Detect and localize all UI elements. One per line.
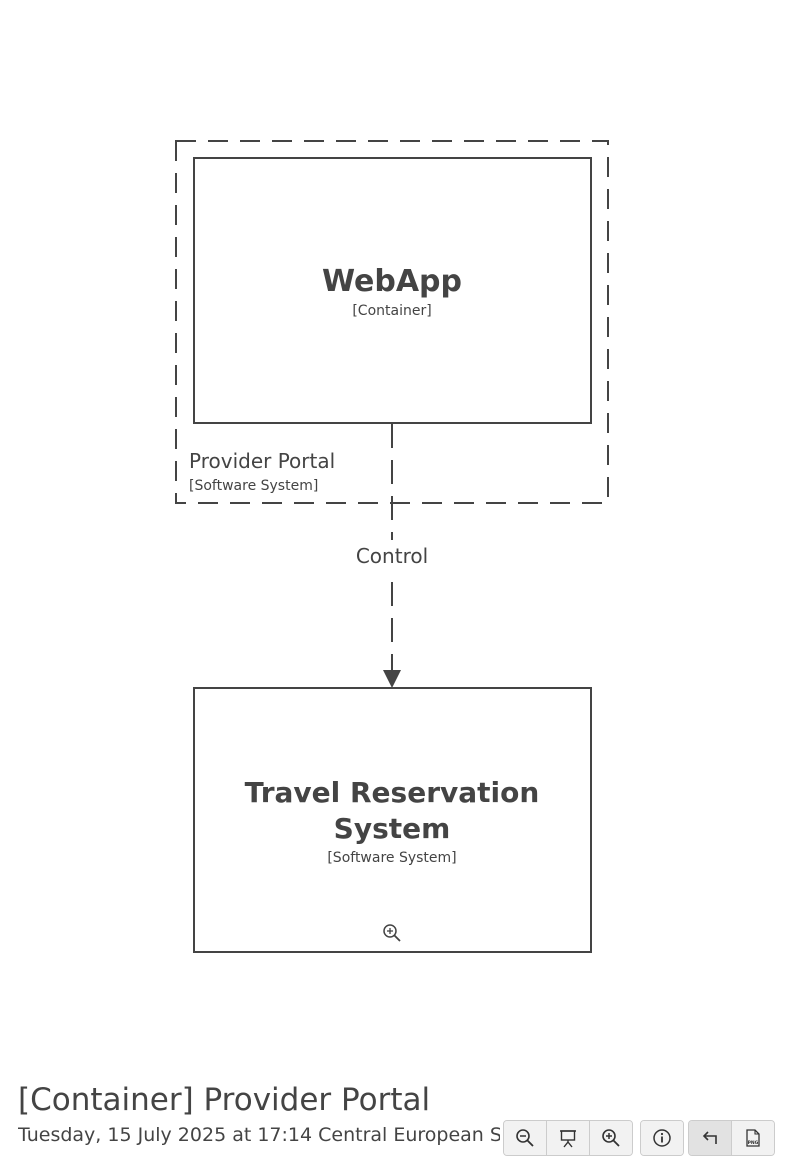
relationship-control[interactable]: Control bbox=[356, 424, 428, 688]
diagram-title: [Container] Provider Portal bbox=[18, 1082, 431, 1118]
webapp-name: WebApp bbox=[322, 264, 462, 299]
zoom-toolbar bbox=[503, 1120, 633, 1156]
png-badge: PNG bbox=[748, 1140, 759, 1146]
trs-name-line2: System bbox=[334, 812, 451, 845]
png-file-icon: PNG bbox=[746, 1129, 760, 1147]
boundary-type: [Software System] bbox=[189, 478, 318, 494]
boundary-name: Provider Portal bbox=[189, 449, 335, 473]
zoom-out-button[interactable] bbox=[504, 1121, 547, 1155]
presentation-icon bbox=[560, 1130, 576, 1148]
info-button[interactable] bbox=[641, 1121, 683, 1155]
relationship-label: Control bbox=[356, 544, 428, 568]
zoom-out-icon bbox=[516, 1129, 534, 1147]
zoom-in-button[interactable] bbox=[590, 1121, 632, 1155]
diagram-subtitle: Tuesday, 15 July 2025 at 17:14 Central E… bbox=[18, 1124, 500, 1146]
zoom-in-icon[interactable] bbox=[383, 924, 401, 942]
webapp-type: [Container] bbox=[352, 303, 431, 319]
trs-box[interactable] bbox=[193, 687, 592, 953]
navigation-toolbar: PNG bbox=[688, 1120, 775, 1156]
info-icon bbox=[653, 1129, 671, 1147]
fit-to-screen-button[interactable] bbox=[547, 1121, 590, 1155]
webapp-box[interactable] bbox=[193, 157, 592, 424]
trs-name-line1: Travel Reservation bbox=[245, 776, 540, 809]
arrow-head-icon bbox=[383, 670, 401, 688]
element-travel-reservation-system[interactable]: Travel Reservation System [Software Syst… bbox=[193, 687, 592, 953]
export-png-button[interactable]: PNG bbox=[732, 1121, 774, 1155]
zoom-in-icon bbox=[602, 1129, 620, 1147]
diagram-footer: [Container] Provider Portal Tuesday, 15 … bbox=[18, 1080, 785, 1146]
element-webapp[interactable]: WebApp [Container] bbox=[193, 157, 592, 424]
arrow-return-left-icon bbox=[702, 1131, 717, 1144]
trs-type: [Software System] bbox=[327, 850, 456, 866]
info-toolbar bbox=[640, 1120, 684, 1156]
back-button[interactable] bbox=[689, 1121, 732, 1155]
